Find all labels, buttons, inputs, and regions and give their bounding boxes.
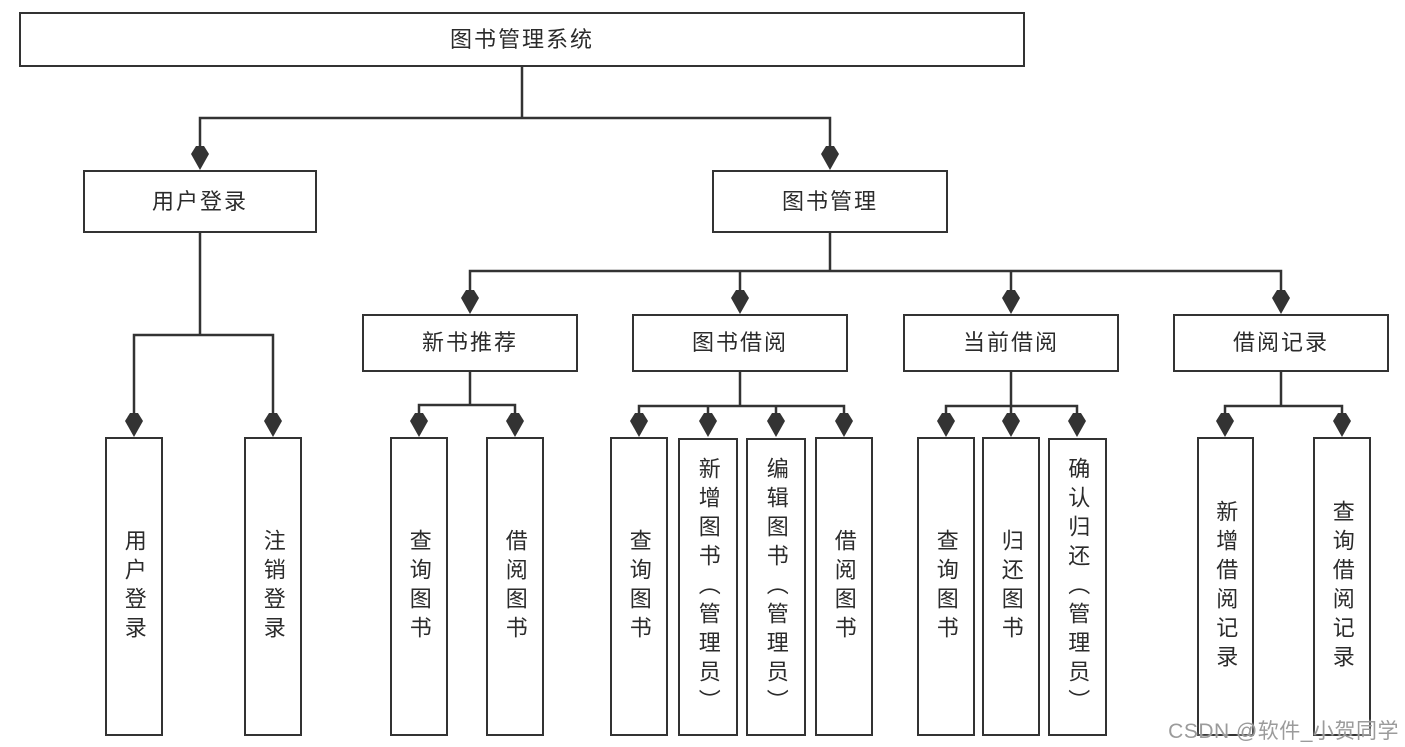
- leaf-borrow-query-books: 查询图书: [610, 437, 668, 736]
- node-current-borrow-label: 当前借阅: [962, 330, 1059, 356]
- leaf-recommend-query-books-label: 查询图书: [406, 528, 432, 645]
- leaf-borrow-borrow-books: 借阅图书: [815, 437, 873, 736]
- leaf-user-login: 用户登录: [105, 437, 163, 736]
- node-user-login-label: 用户登录: [151, 188, 248, 214]
- node-book-borrow-label: 图书借阅: [691, 330, 788, 356]
- node-book-management: 图书管理: [712, 170, 948, 233]
- leaf-recommend-borrow-books: 借阅图书: [486, 437, 544, 736]
- leaf-query-borrow-record: 查询借阅记录: [1313, 437, 1371, 736]
- leaf-confirm-return-admin-label: 确认归还（管理员）: [1065, 456, 1091, 718]
- leaf-add-books-admin-label: 新增图书（管理员）: [695, 456, 721, 718]
- node-new-book-recommend: 新书推荐: [362, 314, 578, 372]
- leaf-confirm-return-admin: 确认归还（管理员）: [1048, 438, 1107, 736]
- leaf-borrow-borrow-books-label: 借阅图书: [831, 528, 857, 645]
- watermark: CSDN @软件_小贺同学: [1168, 720, 1399, 743]
- leaf-return-books: 归还图书: [982, 437, 1040, 736]
- leaf-add-borrow-record: 新增借阅记录: [1197, 437, 1254, 736]
- node-root-label: 图书管理系统: [449, 26, 594, 52]
- node-root: 图书管理系统: [19, 12, 1025, 67]
- node-book-borrow: 图书借阅: [632, 314, 848, 372]
- leaf-logout-label: 注销登录: [260, 528, 286, 645]
- node-borrow-records-label: 借阅记录: [1232, 330, 1329, 356]
- node-user-login: 用户登录: [83, 170, 317, 233]
- leaf-current-query-books-label: 查询图书: [933, 528, 959, 645]
- leaf-recommend-query-books: 查询图书: [390, 437, 448, 736]
- node-current-borrow: 当前借阅: [903, 314, 1119, 372]
- leaf-logout: 注销登录: [244, 437, 302, 736]
- leaf-user-login-label: 用户登录: [121, 528, 147, 645]
- leaf-recommend-borrow-books-label: 借阅图书: [502, 528, 528, 645]
- node-new-book-recommend-label: 新书推荐: [421, 330, 518, 356]
- arrowheads: [125, 146, 1351, 437]
- leaf-add-borrow-record-label: 新增借阅记录: [1213, 499, 1239, 674]
- leaf-borrow-query-books-label: 查询图书: [626, 528, 652, 645]
- node-book-management-label: 图书管理: [781, 188, 878, 214]
- leaf-edit-books-admin-label: 编辑图书（管理员）: [763, 456, 789, 718]
- leaf-current-query-books: 查询图书: [917, 437, 975, 736]
- leaf-add-books-admin: 新增图书（管理员）: [678, 438, 738, 736]
- leaf-return-books-label: 归还图书: [998, 528, 1024, 645]
- node-borrow-records: 借阅记录: [1173, 314, 1389, 372]
- leaf-query-borrow-record-label: 查询借阅记录: [1329, 499, 1355, 674]
- leaf-edit-books-admin: 编辑图书（管理员）: [746, 438, 806, 736]
